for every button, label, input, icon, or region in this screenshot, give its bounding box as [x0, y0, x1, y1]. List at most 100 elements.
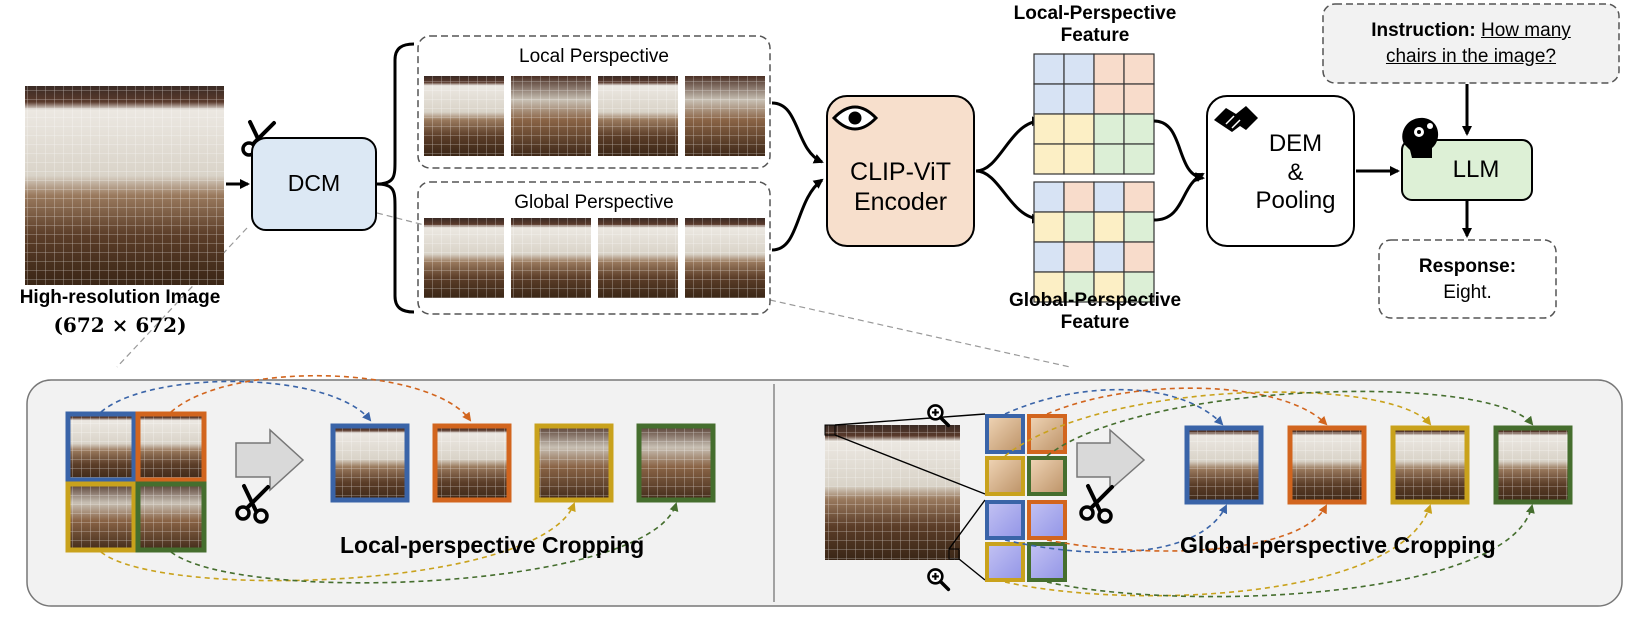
- zoomed-pixel-cell: [985, 456, 1025, 496]
- arrow-local-to-encoder: [771, 101, 824, 164]
- feature-cell: [1093, 211, 1125, 243]
- local-output-crop: [535, 424, 613, 502]
- zoomed-pixel-cell: [1027, 414, 1067, 454]
- global-perspective-label: Global Perspective: [514, 192, 674, 213]
- output-border: [1184, 425, 1264, 505]
- feature-cell: [1093, 271, 1125, 303]
- zoomed-pixel-border: [985, 456, 1025, 496]
- zoom-line: [834, 434, 986, 495]
- response-box: [1378, 239, 1557, 319]
- encoder-box: [826, 95, 975, 247]
- feature-cell: [1093, 83, 1125, 115]
- feature-cell: [1033, 211, 1065, 243]
- llm-label: LLM: [1452, 155, 1500, 183]
- local-perspective-crops: [424, 76, 765, 156]
- feature-cell: [1063, 53, 1095, 85]
- feature-cell: [1123, 181, 1155, 213]
- feature-cell: [1063, 181, 1095, 213]
- dem-label-line2: &: [1287, 158, 1304, 186]
- zoomed-pixel-border: [985, 500, 1025, 540]
- dem-label-line1: DEM: [1268, 129, 1323, 157]
- dem-label-line3: Pooling: [1255, 187, 1336, 215]
- feature-cell: [1093, 113, 1125, 145]
- global-output-crop: [1288, 426, 1366, 504]
- zoomed-pixel-border: [1027, 500, 1067, 540]
- instruction-question-line2: chairs in the image?: [1385, 45, 1557, 67]
- zoomed-pixel-cell: [1027, 542, 1067, 582]
- local-feature-label-line1: Local-Perspective: [1013, 3, 1177, 24]
- zoomed-pixel-cell: [1027, 456, 1067, 496]
- feature-cell: [1033, 181, 1065, 213]
- local-crop-thumbnail: [424, 76, 504, 156]
- global-source-image: [825, 425, 960, 560]
- local-output-crop: [331, 424, 409, 502]
- zoomed-pixel-cell: [985, 542, 1025, 582]
- brace-upper: [376, 42, 415, 186]
- instruction-label: Instruction:: [1371, 20, 1476, 41]
- handshake-icon: [1214, 106, 1258, 132]
- zoom-line: [958, 558, 986, 581]
- instruction-question-line1: How many: [1481, 20, 1571, 41]
- local-feature-label: Local-Perspective Feature: [990, 3, 1200, 47]
- zoomed-pixel-border: [1027, 542, 1067, 582]
- brain-gear-icon: [1402, 117, 1439, 158]
- zoom-line: [834, 413, 986, 426]
- global-mapping-arrow: [1046, 387, 1328, 426]
- local-mapping-arrow: [170, 374, 472, 422]
- feature-cell: [1063, 241, 1095, 273]
- local-mapping-arrow: [100, 502, 576, 582]
- quadrant-border: [65, 481, 137, 553]
- zoomed-pixel-border: [1027, 456, 1067, 496]
- arrow-encoder-to-local-feature: [975, 116, 1042, 173]
- encoder-label-line1: CLIP-ViT: [850, 158, 951, 186]
- feature-cell: [1033, 83, 1065, 115]
- feature-cell: [1063, 143, 1095, 175]
- feature-cell: [1063, 271, 1095, 303]
- zoom-region-top: [824, 424, 836, 436]
- quadrant-border: [135, 411, 207, 483]
- leader-line-dcm: [116, 227, 248, 368]
- global-output-crop: [1391, 426, 1469, 504]
- dcm-box: [251, 137, 377, 231]
- arrow-global-feature-to-dem: [1153, 172, 1205, 222]
- output-border: [1493, 425, 1573, 505]
- local-perspective-feature-grid: [1033, 53, 1155, 175]
- local-mapping-arrow: [170, 502, 679, 584]
- global-mapping-arrow: [1046, 504, 1535, 598]
- instruction-box: [1322, 3, 1620, 84]
- feature-cell: [1123, 53, 1155, 85]
- dcm-label: DCM: [287, 170, 341, 197]
- zoomed-pixel-cell: [985, 414, 1025, 454]
- local-cropping-title: Local-perspective Cropping: [340, 532, 645, 558]
- brace-lower: [376, 182, 415, 314]
- local-perspective-label: Local Perspective: [519, 46, 669, 67]
- eye-icon: [831, 105, 879, 131]
- output-border: [534, 423, 614, 503]
- global-crop-thumbnail: [685, 218, 765, 298]
- global-cropping-title: Global-perspective Cropping: [1180, 532, 1496, 558]
- source-quadrant: [66, 482, 136, 552]
- feature-cell: [1093, 181, 1125, 213]
- local-mapping-arrow: [100, 380, 372, 422]
- quadrant-border: [135, 481, 207, 553]
- feature-cell: [1033, 113, 1065, 145]
- feature-cell: [1093, 143, 1125, 175]
- right-arrow-icon: [1076, 428, 1146, 492]
- local-crop-thumbnail: [511, 76, 591, 156]
- local-perspective-box: [417, 35, 771, 169]
- feature-cell: [1123, 211, 1155, 243]
- leader-line-global: [769, 299, 1071, 368]
- feature-cell: [1063, 113, 1095, 145]
- feature-cell: [1063, 83, 1095, 115]
- output-border: [636, 423, 716, 503]
- llm-box: [1401, 139, 1533, 201]
- feature-cell: [1033, 143, 1065, 175]
- output-border: [432, 423, 512, 503]
- zoom-region-bottom: [948, 548, 960, 560]
- source-quadrant: [136, 482, 206, 552]
- global-mapping-arrow: [1046, 390, 1534, 457]
- encoder-label-line2: Encoder: [853, 188, 948, 216]
- dem-label: DEM & Pooling: [1237, 118, 1354, 228]
- feature-cell: [1093, 53, 1125, 85]
